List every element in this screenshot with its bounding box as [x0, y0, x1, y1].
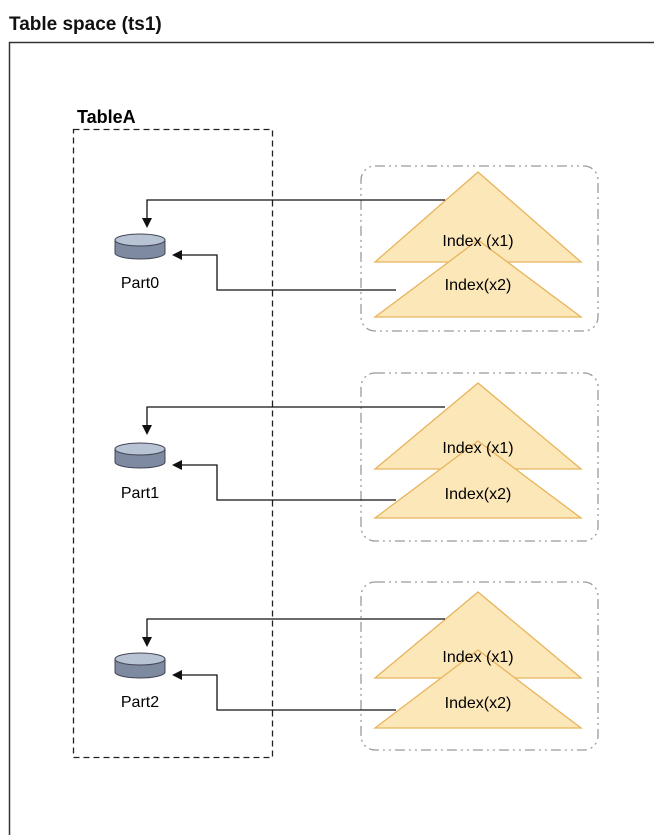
partition-group-2: Index (x1) Index(x2) Part2 [114, 581, 599, 751]
arrow-head [142, 425, 152, 435]
tablespace-title: Table space (ts1) [9, 14, 162, 35]
index-group-frame [360, 581, 599, 751]
arrow-x2-to-part [180, 674, 396, 711]
arrow-head [142, 637, 152, 647]
partition-label: Part0 [121, 275, 159, 292]
index-x1-label: Index (x1) [442, 440, 513, 457]
partition-group-0: Index (x1) Index(x2) Part0 [114, 165, 599, 332]
partition-label: Part1 [121, 485, 159, 502]
partition-label: Part2 [121, 694, 159, 711]
arrow-head [172, 670, 182, 680]
arrow-x2-to-part [180, 254, 396, 291]
disk-icon [114, 233, 166, 260]
index-group-frame [360, 165, 599, 332]
tablea-box [72, 128, 274, 759]
arrow-head [172, 250, 182, 260]
arrow-head [142, 218, 152, 228]
index-group-frame [360, 372, 599, 542]
tablea-label: TableA [77, 107, 136, 127]
index-x1-label: Index (x1) [442, 649, 513, 666]
disk-icon [114, 652, 166, 679]
index-x2-triangle [373, 649, 583, 729]
index-x1-label: Index (x1) [442, 233, 513, 250]
arrow-x2-to-part [180, 464, 396, 501]
arrow-x1-to-part [146, 406, 445, 427]
index-x2-triangle [373, 239, 583, 318]
tablespace-frame [8, 41, 654, 835]
arrow-x1-to-part [146, 618, 445, 639]
index-x2-label: Index(x2) [445, 277, 512, 294]
partition-group-1: Index (x1) Index(x2) Part1 [114, 372, 599, 542]
index-x2-label: Index(x2) [445, 695, 512, 712]
arrow-x1-to-part [146, 199, 445, 220]
disk-icon [114, 442, 166, 469]
index-x2-triangle [373, 440, 583, 519]
index-x2-label: Index(x2) [445, 486, 512, 503]
arrow-head [172, 460, 182, 470]
